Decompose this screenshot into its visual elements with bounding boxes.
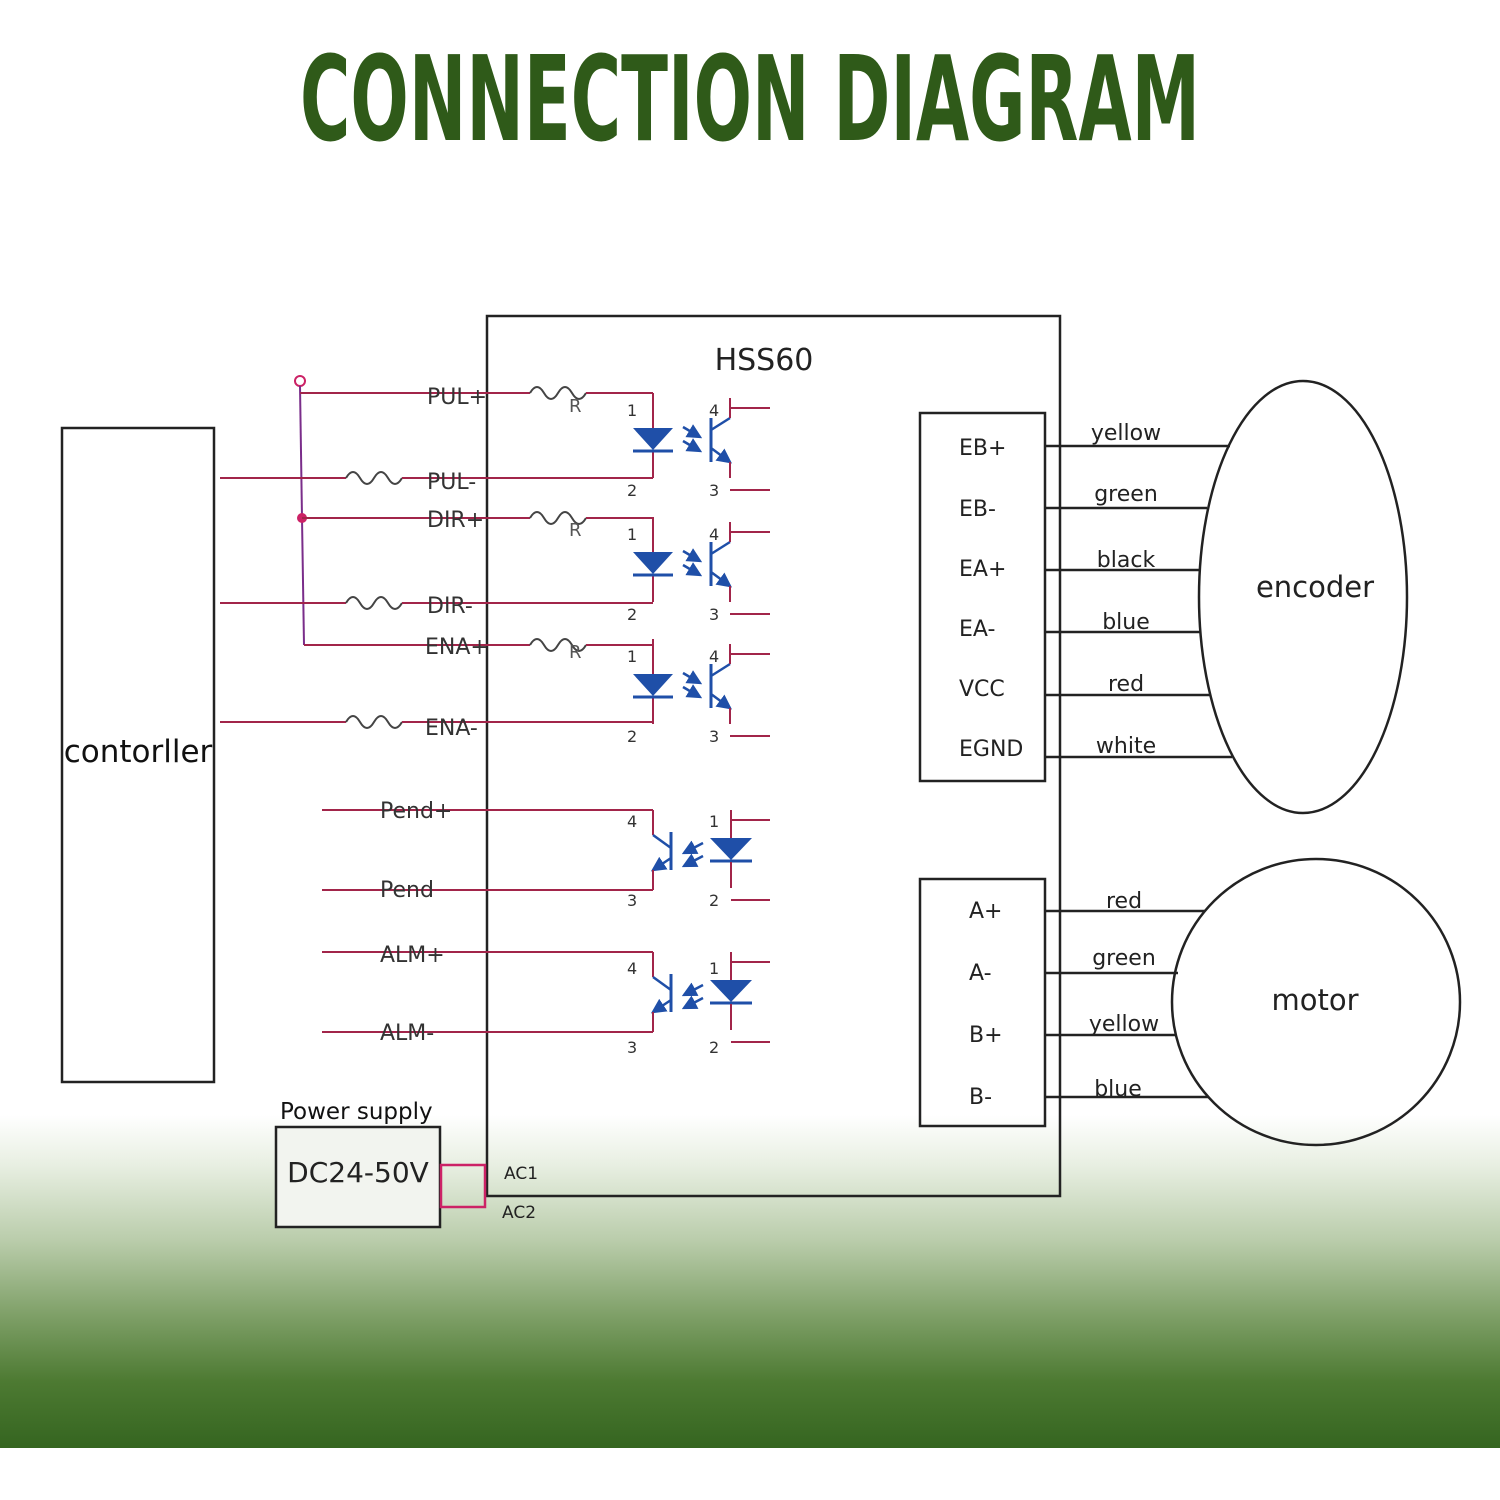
encoder-wire-color: red <box>1108 672 1144 697</box>
power-voltage: DC24-50V <box>287 1156 429 1189</box>
driver-label: HSS60 <box>715 343 814 378</box>
opto-ena <box>633 639 770 736</box>
motor-wire-color: blue <box>1094 1077 1142 1102</box>
pin-number: 4 <box>627 959 637 978</box>
pin-number: 2 <box>627 481 637 500</box>
opto-pul <box>633 393 770 490</box>
encoder-label: encoder <box>1256 570 1374 604</box>
motor-terminal: A- <box>969 961 992 986</box>
pin-number: 3 <box>709 605 719 624</box>
pin-number: 3 <box>709 727 719 746</box>
common-terminal <box>294 375 306 387</box>
pin-number: 4 <box>709 401 719 420</box>
encoder-terminal-block <box>918 411 1047 783</box>
pin-number: 1 <box>627 525 637 544</box>
pin-number: 4 <box>709 525 719 544</box>
resistor-label: R <box>569 520 582 541</box>
encoder-terminal: EA+ <box>959 557 1006 582</box>
encoder-terminal: EA- <box>959 617 995 642</box>
pin-number: 1 <box>709 959 719 978</box>
pul-minus-label: PUL- <box>427 470 476 495</box>
alm-plus-label: ALM+ <box>380 943 445 968</box>
pin-number: 1 <box>627 401 637 420</box>
encoder-terminal: VCC <box>959 677 1005 702</box>
pin-number: 3 <box>709 481 719 500</box>
ac1-label: AC1 <box>504 1164 538 1184</box>
pin-number: 3 <box>627 891 637 910</box>
pin-number: 2 <box>627 727 637 746</box>
ena-minus-label: ENA- <box>425 716 478 741</box>
motor-terminal-block <box>918 877 1047 1128</box>
pin-number: 2 <box>627 605 637 624</box>
pend-plus-label: Pend+ <box>380 799 452 824</box>
encoder-wire-color: blue <box>1102 610 1150 635</box>
encoder-wire-color: white <box>1096 734 1156 759</box>
dir-minus-label: DIR- <box>427 594 473 619</box>
pin-number: 3 <box>627 1038 637 1057</box>
pul-plus-label: PUL+ <box>427 385 487 410</box>
motor-terminal: A+ <box>969 899 1002 924</box>
motor-wire-color: green <box>1092 946 1156 971</box>
diagram-title: CONNECTION DIAGRAM <box>300 30 1200 168</box>
encoder-wire-color: yellow <box>1091 421 1161 446</box>
motor-label: motor <box>1271 983 1358 1017</box>
resistor-label: R <box>569 396 582 417</box>
pin-number: 2 <box>709 891 719 910</box>
motor-terminal: B+ <box>969 1023 1003 1048</box>
alm-minus-label: ALM- <box>380 1021 434 1046</box>
pin-number: 4 <box>627 812 637 831</box>
encoder-shape <box>1197 379 1409 815</box>
pin-number: 1 <box>709 812 719 831</box>
power-supply-caption: Power supply <box>280 1099 433 1125</box>
power-link <box>439 1163 487 1209</box>
resistor-label: R <box>569 642 582 663</box>
background-gradient <box>0 1115 1500 1448</box>
opto-dir <box>633 517 770 614</box>
dir-plus-label: DIR+ <box>427 508 484 533</box>
ena-plus-label: ENA+ <box>425 635 489 660</box>
motor-terminal: B- <box>969 1085 992 1110</box>
ac2-label: AC2 <box>502 1203 536 1223</box>
controller-box <box>60 426 216 1084</box>
encoder-wire-color: black <box>1097 548 1156 573</box>
encoder-wire-color: green <box>1094 482 1158 507</box>
motor-shape <box>1170 857 1462 1147</box>
encoder-terminal: EB- <box>959 497 996 522</box>
pend-label: Pend <box>380 878 434 903</box>
motor-wire-color: red <box>1106 889 1142 914</box>
pin-number: 4 <box>709 647 719 666</box>
controller-label: contorller <box>64 734 213 770</box>
pin-number: 1 <box>627 647 637 666</box>
motor-wire-color: yellow <box>1089 1012 1159 1037</box>
encoder-terminal: EB+ <box>959 436 1006 461</box>
pin-number: 2 <box>709 1038 719 1057</box>
encoder-terminal: EGND <box>959 737 1023 762</box>
